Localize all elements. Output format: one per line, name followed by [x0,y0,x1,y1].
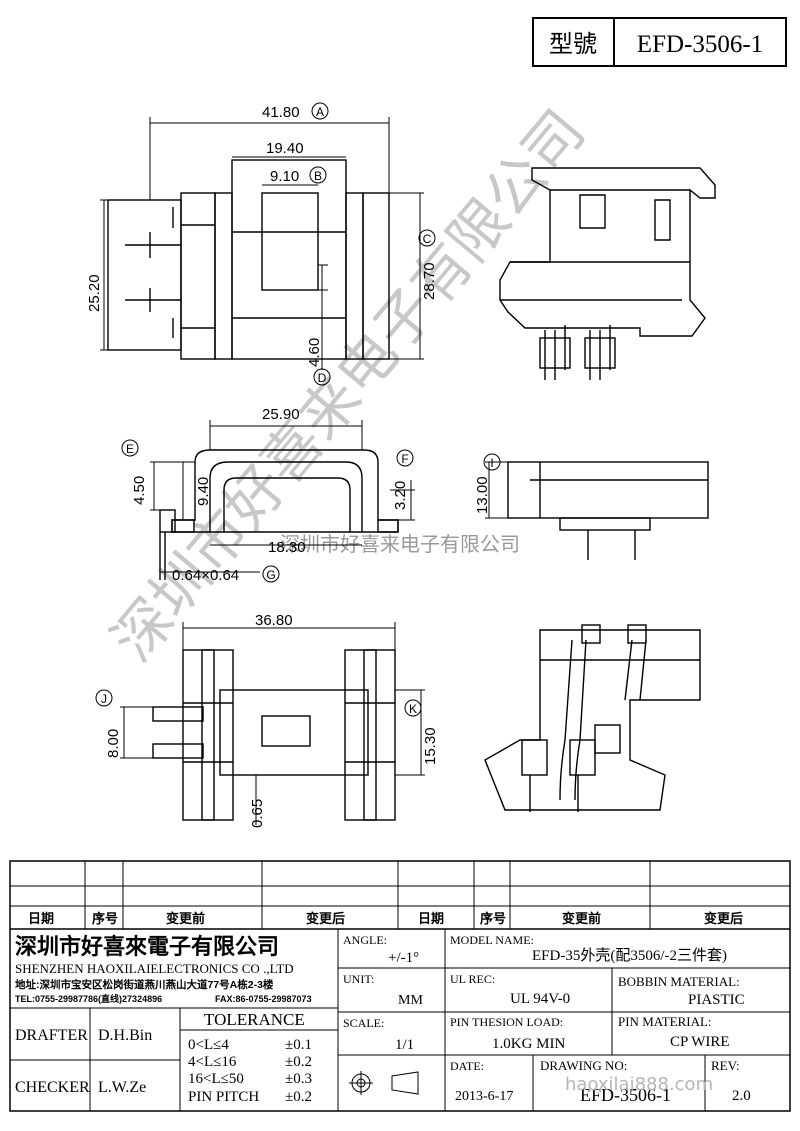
ul-value: UL 94V-0 [510,991,570,1007]
company-cn: 深圳市好喜來電子有限公司 [15,934,279,959]
dim-36-80: 36.80 [255,612,293,629]
date-value: 2013-6-17 [455,1089,513,1104]
tag-j: J [101,692,107,706]
title-block-table [9,860,791,1112]
company-address: 地址:深圳市宝安区松岗街道燕川燕山大道77号A栋2-3楼 [15,978,274,991]
pin-load-value: 1.0KG MIN [492,1036,565,1052]
unit-label: UNIT: [343,972,374,986]
company-phone: TEL:0755-29987786(直线)27324896 [15,993,162,1004]
drafter-label: DRAFTER [15,1027,88,1044]
tol-range-2: 4<L≤16 [188,1054,237,1070]
angle-label: ANGLE: [343,933,387,947]
dim-8-00: 8.00 [105,729,122,758]
drafter-name: D.H.Bin [98,1027,152,1044]
tag-i: I [490,456,493,470]
scale-label: SCALE: [343,1016,384,1030]
checker-name: L.W.Ze [98,1079,146,1096]
dim-19-40: 19.40 [266,140,304,157]
watermark-site: haoxilai888.com [565,1074,713,1095]
rev-date-2: 日期 [418,911,444,926]
iso-view-top [499,167,716,380]
bottom-view-labels: 36.80 J 8.00 K 15.30 0.65 [95,612,439,828]
model-label: 型號 [549,31,597,58]
dim-25-90: 25.90 [262,406,300,423]
dim-9-40: 9.40 [195,477,212,506]
date-label: DATE: [450,1059,484,1073]
tol-value-4: ±0.2 [285,1089,312,1105]
drawing-no-value: EFD-3506-1 [580,1085,671,1105]
bobbin-label: BOBBIN MATERIAL: [618,974,740,989]
top-view [100,117,424,370]
top-view-labels: 41.80 A 19.40 9.10 B 25.20 28.70 C 4.60 … [86,102,438,386]
pin-mat-value: CP WIRE [670,1034,730,1050]
dim-4-50: 4.50 [131,476,148,505]
dim-0-65: 0.65 [249,799,266,828]
dim-18-30: 18.30 [268,539,306,556]
tag-a: A [316,105,324,119]
watermark-center: 深圳市好喜来电子有限公司 [280,532,520,556]
dim-9-10: 9.10 [270,168,299,185]
dim-41-80: 41.80 [262,104,300,121]
tag-f: F [401,452,408,466]
dim-25-20: 25.20 [86,274,103,312]
ul-label: UL REC: [450,972,495,986]
dim-28-70: 28.70 [421,262,438,300]
bobbin-value: PIASTIC [688,992,745,1008]
watermark-diagonal: 深圳市好喜来电子有限公司 [99,97,598,674]
company-block: 深圳市好喜來電子有限公司 SHENZHEN HAOXILAIELECTRONIC… [15,934,312,1004]
tol-value-1: ±0.1 [285,1037,312,1053]
model-number: EFD-3506-1 [637,31,763,58]
tol-value-3: ±0.3 [285,1071,312,1087]
rev-before-2: 变更前 [562,911,601,926]
tolerance-block: TOLERANCE 0<L≤4 ±0.1 4<L≤16 ±0.2 16<L≤50… [188,1010,312,1105]
tag-b: B [314,169,322,183]
pin-load-label: PIN THESION LOAD: [450,1015,563,1029]
side-view [485,461,709,560]
tolerance-title: TOLERANCE [204,1010,305,1029]
pin-mat-label: PIN MATERIAL: [618,1014,712,1029]
tag-c: C [423,232,432,246]
dim-3-20: 3.20 [392,481,409,510]
company-fax: FAX:86-0755-29987073 [215,994,312,1004]
model-name-label: MODEL NAME: [450,933,534,947]
tag-k: K [409,702,417,716]
scale-value: 1/1 [395,1037,414,1053]
people-block: DRAFTER D.H.Bin CHECKER L.W.Ze [15,1027,152,1096]
rev-value: 2.0 [732,1088,751,1104]
tol-range-4: PIN PITCH [188,1089,259,1105]
rev-before-1: 变更前 [166,911,205,926]
title-box: 型號 EFD-3506-1 [532,17,787,67]
rev-after-1: 变更后 [306,911,345,926]
dim-15-30: 15.30 [422,727,439,765]
rev-date-1: 日期 [28,911,54,926]
tol-range-3: 16<L≤50 [188,1071,244,1087]
front-view-labels: 25.90 E 4.50 9.40 F 3.20 18.30 0.64×0.64… [121,406,414,584]
dim-13-00: 13.00 [474,476,491,514]
tol-range-1: 0<L≤4 [188,1037,229,1053]
revision-header: 日期 序号 变更前 变更后 日期 序号 变更前 变更后 [28,911,743,926]
bottom-view [120,622,425,825]
unit-value: MM [398,993,423,1008]
tol-value-2: ±0.2 [285,1054,312,1070]
fields-block: ANGLE: +/-1° UNIT: MM SCALE: 1/1 MODEL N… [343,933,751,1105]
rev-label: REV: [711,1058,740,1073]
dim-0-64: 0.64×0.64 [172,567,239,584]
rev-after-2: 变更后 [704,911,743,926]
rev-no-1: 序号 [92,911,118,926]
angle-value: +/-1° [388,950,419,966]
dim-4-60: 4.60 [306,338,323,367]
tag-g: G [266,568,275,582]
iso-view-bottom [484,624,701,812]
front-view [150,420,415,580]
company-en: SHENZHEN HAOXILAIELECTRONICS CO .,LTD [15,961,294,976]
tag-e: E [126,442,134,456]
tag-d: D [318,371,327,385]
drawing-no-label: DRAWING NO: [540,1058,627,1073]
side-view-labels: I 13.00 [474,453,501,514]
watermark: 深圳市好喜来电子有限公司 深圳市好喜来电子有限公司 [99,97,598,674]
checker-label: CHECKER [15,1079,90,1096]
model-name-value: EFD-35外壳(配3506/-2三件套) [532,947,727,964]
rev-no-2: 序号 [480,911,506,926]
